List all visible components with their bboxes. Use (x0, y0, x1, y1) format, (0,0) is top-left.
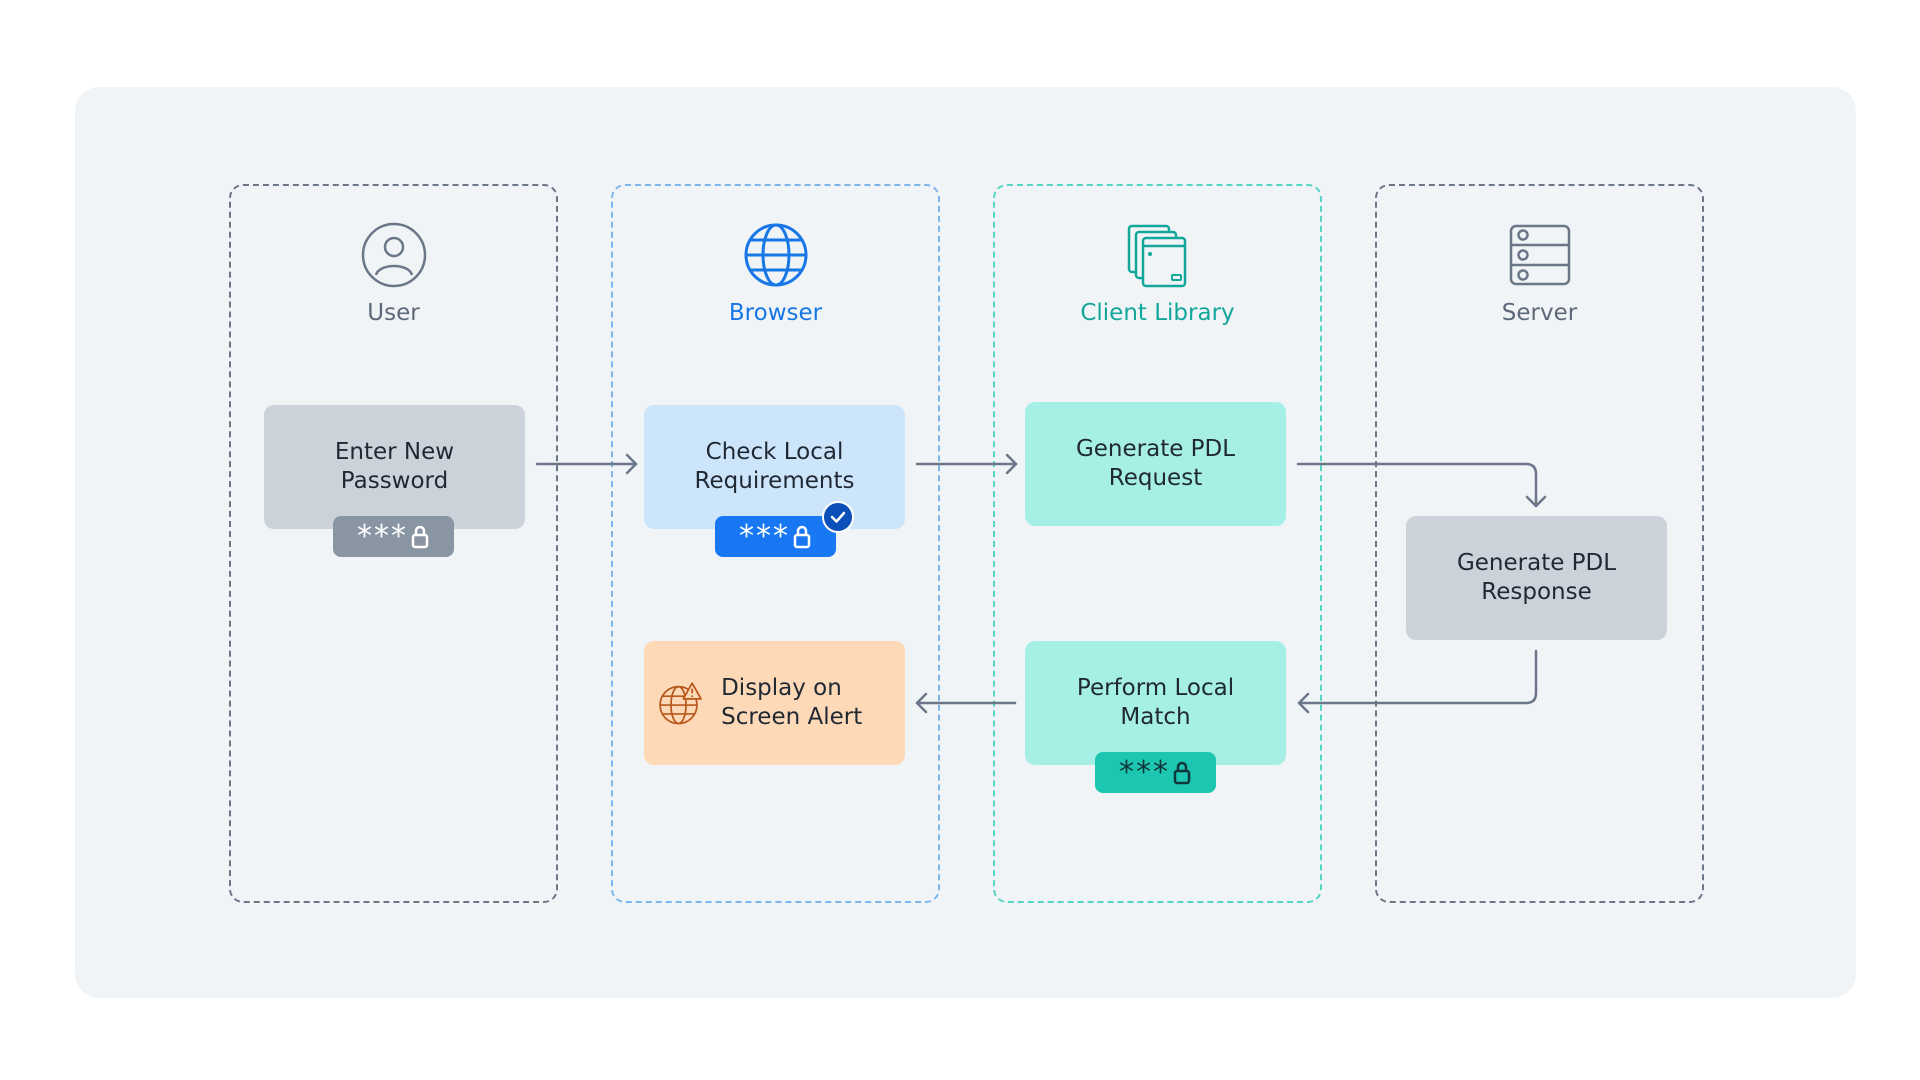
lane-server: Server (1375, 184, 1704, 903)
lane-client-library: Client Library (993, 184, 1322, 903)
step-label: Generate PDL Response (1456, 550, 1617, 605)
masked-stars: *** (357, 519, 408, 554)
masked-password-badge-browser: *** (715, 516, 836, 557)
masked-password-badge-client: *** (1095, 752, 1216, 793)
step-enter-new-password: Enter New Password (264, 405, 525, 529)
arrow-client-to-browser (915, 692, 1017, 714)
arrow-server-to-client (1297, 649, 1538, 714)
arrow-browser-to-client (915, 453, 1018, 475)
check-icon (822, 501, 854, 533)
masked-stars: *** (1119, 755, 1170, 790)
globe-icon (744, 223, 807, 287)
lane-title-server: Server (1501, 300, 1578, 326)
arrow-user-to-browser (535, 453, 638, 475)
masked-stars: *** (739, 519, 790, 554)
lock-icon (1173, 761, 1191, 784)
step-label: Display on Screen Alert (721, 675, 863, 730)
step-label: Enter New Password (334, 439, 455, 494)
step-label: Check Local Requirements (694, 439, 855, 494)
step-generate-pdl-response: Generate PDL Response (1406, 516, 1667, 640)
library-stack-icon (1127, 224, 1186, 288)
step-label: Perform Local Match (1076, 675, 1235, 730)
step-check-local-requirements: Check Local Requirements (644, 405, 905, 529)
step-label: Generate PDL Request (1075, 436, 1236, 491)
arrow-client-to-server (1296, 462, 1547, 508)
lane-title-browser: Browser (728, 300, 823, 326)
step-display-on-screen-alert: Display on Screen Alert (644, 641, 905, 765)
lane-title-client-library: Client Library (1080, 300, 1235, 326)
lock-icon (793, 525, 811, 548)
step-generate-pdl-request: Generate PDL Request (1025, 402, 1286, 526)
lane-browser: Browser (611, 184, 940, 903)
globe-warning-icon (659, 682, 702, 725)
masked-password-badge-user: *** (333, 516, 454, 557)
server-icon (1509, 224, 1570, 286)
user-icon (361, 222, 426, 288)
lock-icon (411, 525, 429, 548)
lane-user: User (229, 184, 558, 903)
step-perform-local-match: Perform Local Match (1025, 641, 1286, 765)
lane-title-user: User (367, 300, 420, 326)
